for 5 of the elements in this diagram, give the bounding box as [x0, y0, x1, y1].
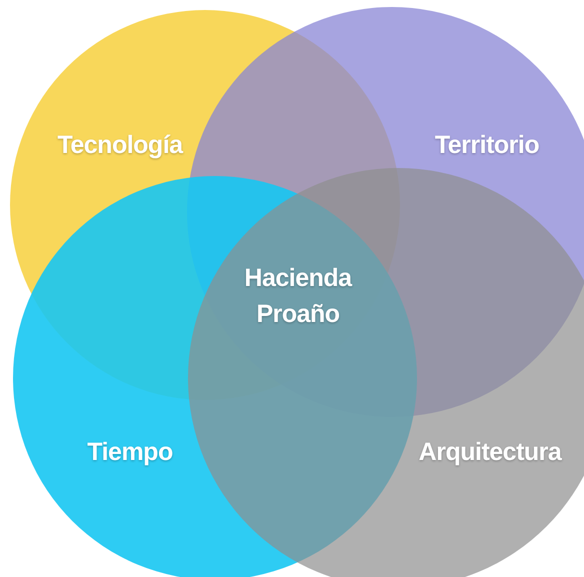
circle-label: Arquitectura [418, 436, 562, 468]
circle-label: Tiempo [87, 436, 173, 468]
circle-label: Territorio [434, 130, 540, 161]
circle-label: Tecnología [57, 130, 183, 161]
center-label: Hacienda Proaño [243, 262, 354, 330]
